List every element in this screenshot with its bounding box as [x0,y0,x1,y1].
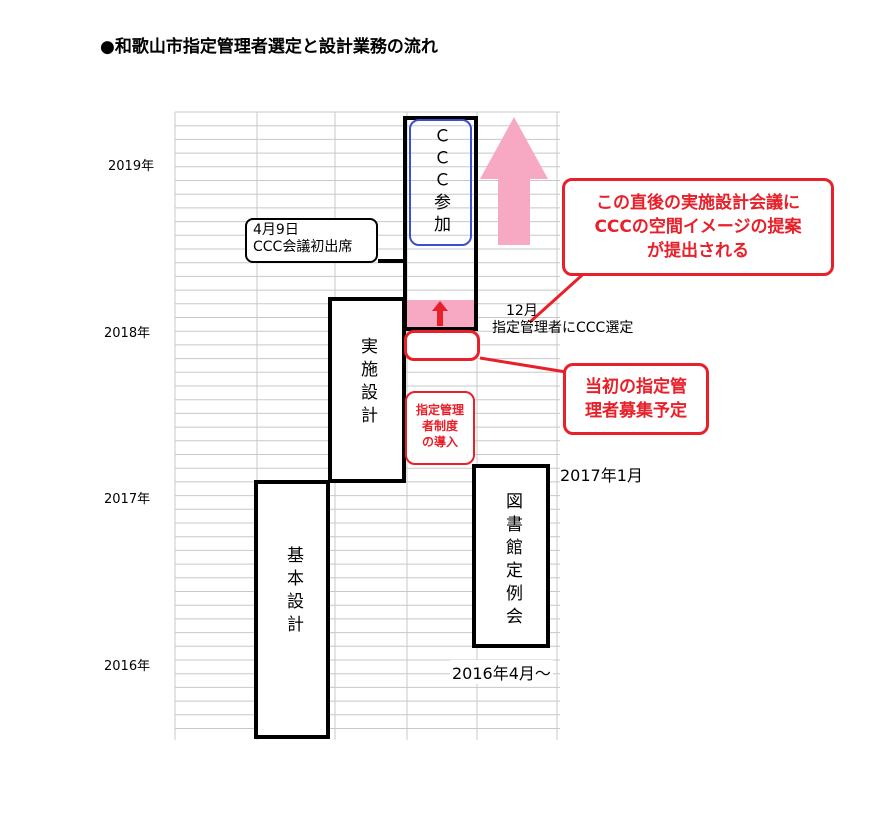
ccc-sanka-box: ＣＣＣ参加 [409,119,472,246]
diagram-title: ●和歌山市指定管理者選定と設計業務の流れ [100,37,438,57]
seido-line2: 者制度 [421,419,458,433]
original-schedule-line2: 理者募集予定 [585,401,687,421]
space-proposal-callout: この直後の実施設計会議に CCCの空間イメージの提案 が提出される [562,178,834,276]
year-label-2018: 2018年 [104,326,151,341]
ccc-sanka-label: ＣＣＣ参加 [430,127,450,237]
jisshi-sekkei-bar: 実施設計 [328,297,406,483]
kihon-sekkei-label: 基本設計 [283,546,303,638]
original-schedule-callout: 当初の指定管 理者募集予定 [563,363,709,435]
red-up-arrow-icon [432,301,448,326]
original-schedule-line1: 当初の指定管 [585,377,687,397]
dec-note-line1: 12月 [506,303,538,319]
dec-note-line2: 指定管理者にCCC選定 [492,320,634,336]
seido-line1: 指定管理 [415,403,464,417]
pink-up-arrow-icon [480,117,548,245]
apr9-note-line1: 4月9日 [253,222,299,238]
kihon-sekkei-bar: 基本設計 [254,480,330,739]
ccc-participation-bar [403,116,478,331]
year-label-2017: 2017年 [104,492,151,507]
toshokan-teireikai-label: 図書館定例会 [502,492,522,630]
space-proposal-line1: この直後の実施設計会議に [596,193,800,213]
original-schedule-marker [404,330,480,361]
teireikai-end-date: 2017年1月 [560,466,643,485]
space-proposal-line2: CCCの空間イメージの提案 [594,217,802,237]
seido-donyu-box: 指定管理 者制度 の導入 [405,391,475,465]
seido-line3: の導入 [421,435,458,449]
apr9-note-line2: CCC会議初出席 [253,239,353,255]
dec-note: 12月 指定管理者にCCC選定 [492,303,633,337]
apr9-note-box: 4月9日 CCC会議初出席 [245,218,378,263]
teireikai-start-date: 2016年4月〜 [450,660,553,684]
year-label-2016: 2016年 [104,659,151,674]
year-label-2019: 2019年 [108,159,155,174]
toshokan-teireikai-bar: 図書館定例会 [472,464,550,648]
jisshi-sekkei-label: 実施設計 [357,337,377,429]
space-proposal-line3: が提出される [647,241,749,261]
